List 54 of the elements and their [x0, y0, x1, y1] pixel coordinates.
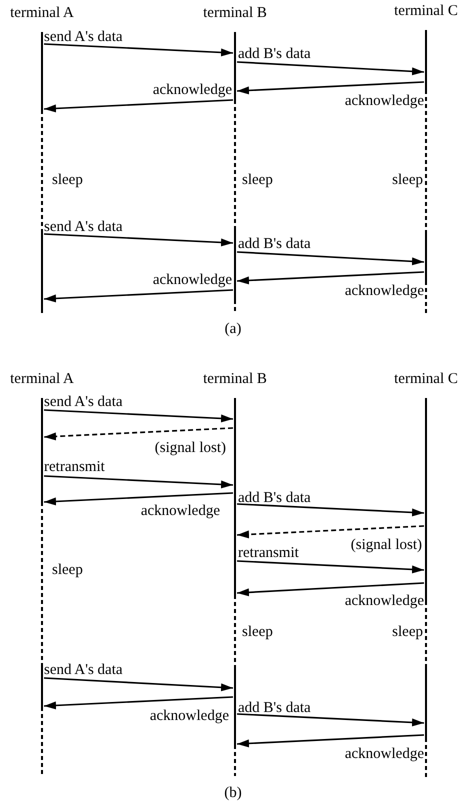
edge-label: add B's data [238, 490, 311, 507]
state-label: sleep [242, 624, 273, 641]
state-label: sleep [392, 172, 423, 189]
arrow [236, 713, 424, 726]
lifeline-title: terminal B [203, 5, 267, 22]
lifeline-title: terminal C [394, 371, 458, 388]
arrow [44, 492, 234, 506]
edge-label: add B's data [238, 46, 311, 63]
edge-label: acknowledge [344, 93, 424, 110]
arrow [44, 409, 234, 422]
edge-label: retransmit [44, 459, 105, 476]
arrow [236, 525, 424, 538]
arrow [236, 271, 424, 284]
edge-label: retransmit [238, 545, 299, 562]
arrow [44, 43, 234, 56]
edge-label: acknowledge [150, 708, 229, 725]
edge-label: send A's data [44, 29, 123, 46]
edge-label: send A's data [44, 662, 123, 679]
arrow [236, 251, 424, 266]
state-label: sleep [52, 562, 83, 579]
arrow [236, 503, 424, 516]
edge-label: add B's data [238, 700, 311, 717]
state-label: sleep [392, 624, 423, 641]
edge-label: acknowledge [344, 283, 424, 300]
lifeline-title: terminal A [10, 371, 74, 388]
arrow [44, 233, 234, 246]
edge-label: (signal lost) [154, 440, 226, 457]
edge-label: acknowledge [140, 503, 220, 520]
arrow [236, 81, 424, 94]
arrow [44, 475, 234, 488]
state-label: sleep [52, 172, 83, 189]
edge-label: add B's data [238, 236, 311, 253]
edge-label: acknowledge [152, 82, 232, 99]
arrow [44, 427, 234, 440]
arrow [236, 734, 424, 748]
state-label: sleep [242, 172, 273, 189]
arrow [44, 696, 234, 710]
figure-caption: (b) [224, 785, 242, 802]
lifeline-title: terminal C [394, 3, 458, 20]
arrow [44, 99, 234, 112]
arrow [44, 289, 234, 302]
arrow [236, 61, 424, 76]
arrow [236, 582, 424, 596]
edge-label: send A's data [44, 219, 123, 236]
edge-label: acknowledge [152, 272, 232, 289]
arrow [44, 677, 234, 692]
arrow [236, 560, 424, 574]
edge-label: acknowledge [344, 746, 424, 763]
lifeline-title: terminal A [10, 5, 74, 22]
edge-label: acknowledge [344, 593, 424, 610]
lifeline-title: terminal B [203, 371, 267, 388]
edge-label: send A's data [44, 394, 123, 411]
edge-label: (signal lost) [350, 537, 422, 554]
figure-caption: (a) [224, 321, 242, 338]
